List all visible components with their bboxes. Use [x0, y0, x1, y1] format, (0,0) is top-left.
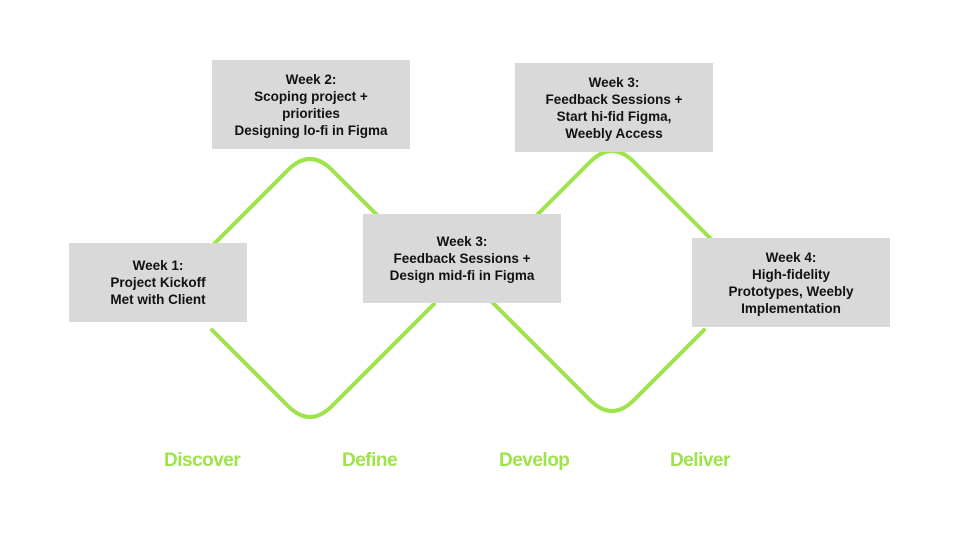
- week3-mid-box: Week 3: Feedback Sessions + Design mid-f…: [363, 214, 561, 303]
- phase-deliver: Deliver: [670, 450, 730, 471]
- week2-line-2: Scoping project +: [254, 88, 368, 104]
- week2-box: Week 2: Scoping project + priorities Des…: [212, 60, 410, 149]
- phase-define: Define: [342, 450, 398, 471]
- week4-line-4: Implementation: [741, 300, 841, 316]
- week4-line-2: High-fidelity: [752, 266, 830, 282]
- week3-mid-line-3: Design mid-fi in Figma: [389, 268, 535, 283]
- phase-discover: Discover: [164, 450, 241, 471]
- week1-line-2: Project Kickoff: [110, 275, 206, 290]
- week2-line-3: priorities: [282, 105, 340, 121]
- week1-box: Week 1: Project Kickoff Met with Client: [69, 243, 247, 322]
- week1-line-3: Met with Client: [110, 292, 206, 307]
- week2-line-1: Week 2:: [285, 71, 337, 87]
- phase-develop: Develop: [499, 450, 570, 471]
- week3-top-line-1: Week 3:: [588, 74, 640, 90]
- week3-top-line-4: Weebly Access: [565, 125, 663, 141]
- week1-line-1: Week 1:: [132, 258, 184, 273]
- week3-top-box: Week 3: Feedback Sessions + Start hi-fid…: [515, 63, 713, 152]
- week2-line-4: Designing lo-fi in Figma: [234, 122, 388, 138]
- week3-top-line-2: Feedback Sessions +: [545, 91, 683, 107]
- week4-box: Week 4: High-fidelity Prototypes, Weebly…: [692, 238, 890, 327]
- week4-line-3: Prototypes, Weebly: [728, 283, 854, 299]
- week3-mid-line-1: Week 3:: [436, 234, 488, 249]
- week3-mid-line-2: Feedback Sessions +: [393, 251, 531, 266]
- week4-line-1: Week 4:: [765, 249, 817, 265]
- diamond-left: [210, 157, 436, 419]
- week3-top-line-3: Start hi-fid Figma,: [556, 108, 672, 124]
